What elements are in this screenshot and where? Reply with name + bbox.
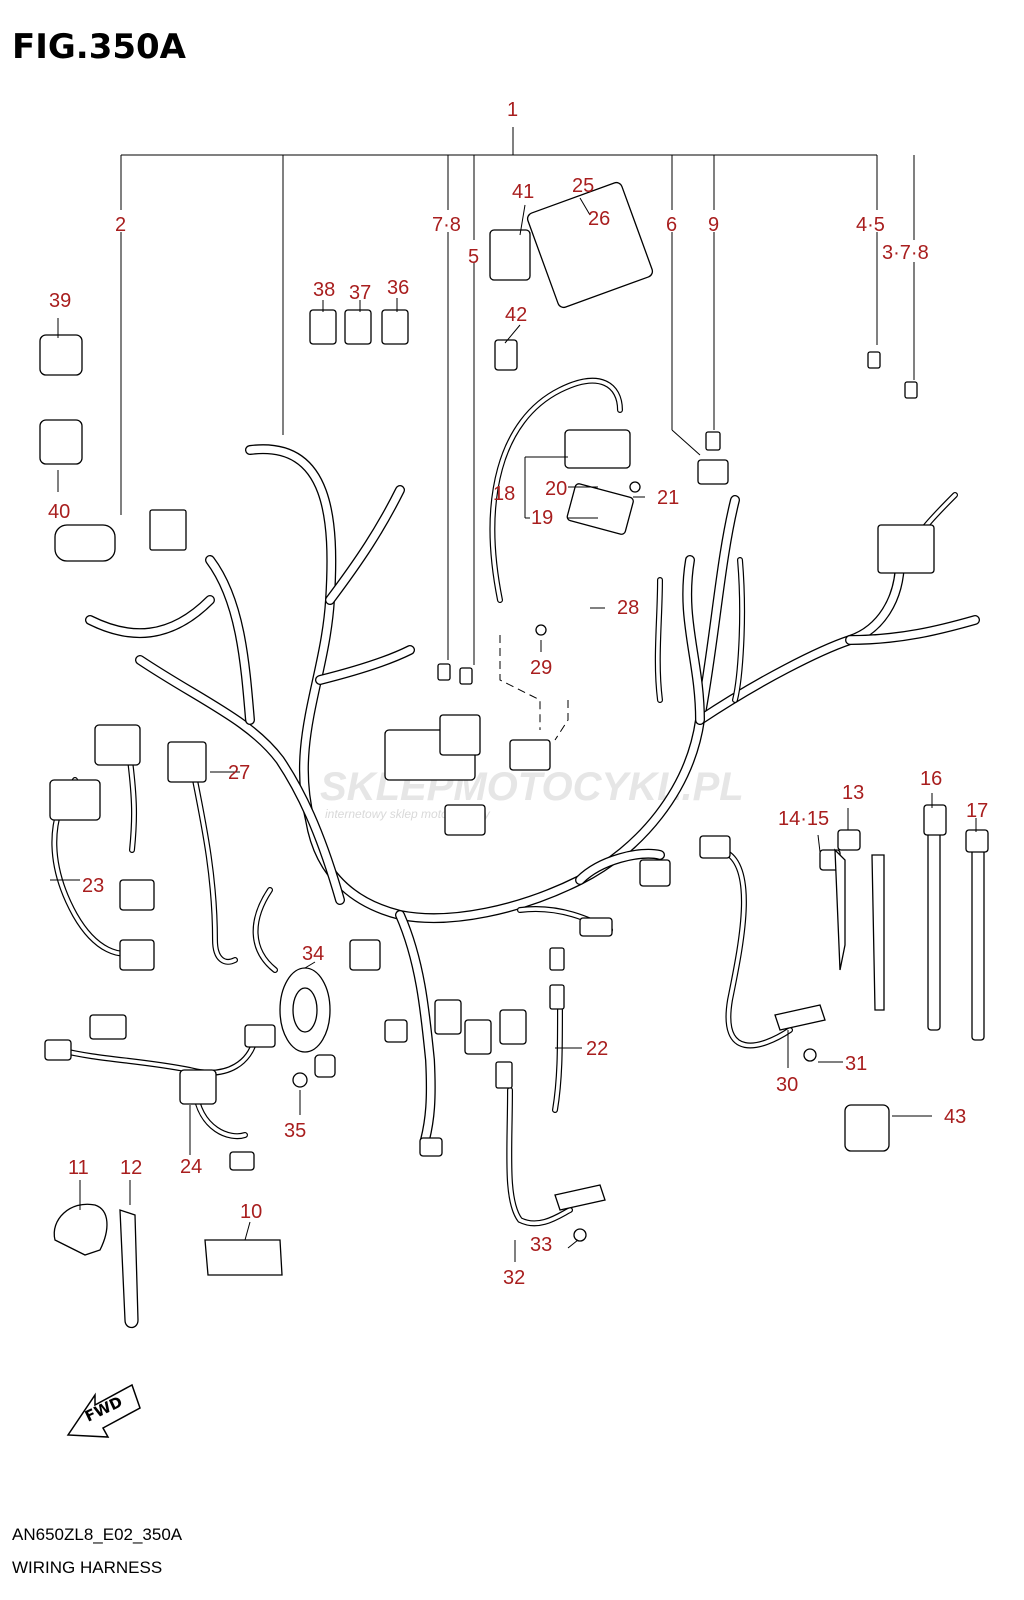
callout-28: 28 — [617, 597, 639, 619]
callout-11: 11 — [68, 1157, 89, 1179]
callout-23: 23 — [82, 875, 104, 897]
horn — [279, 967, 336, 1078]
callout-35: 35 — [284, 1120, 306, 1142]
callout-16: 16 — [920, 768, 942, 790]
callout-20: 20 — [545, 478, 567, 500]
dashed-guides — [499, 635, 569, 741]
callout-17: 17 — [966, 800, 988, 822]
callout-43: 43 — [944, 1106, 966, 1128]
callout-40: 40 — [48, 501, 70, 523]
callout-14-15: 14·15 — [778, 808, 829, 830]
callout-3-7-8: 3·7·8 — [882, 242, 929, 264]
fwd-arrow: FWD — [66, 1383, 141, 1438]
callout-13: 13 — [842, 782, 864, 804]
callout-33: 33 — [530, 1234, 552, 1256]
callout-2: 2 — [115, 214, 126, 236]
callout-31: 31 — [845, 1053, 867, 1075]
label-plate — [204, 1239, 283, 1276]
clamps — [53, 481, 826, 1329]
callout-12: 12 — [120, 1157, 142, 1179]
callout-6: 6 — [666, 214, 677, 236]
callout-4-5: 4·5 — [856, 214, 885, 236]
callout-30: 30 — [776, 1074, 798, 1096]
callout-10: 10 — [240, 1201, 262, 1223]
callout-29: 29 — [530, 657, 552, 679]
callout-32: 32 — [503, 1267, 525, 1289]
callout-34: 34 — [302, 943, 324, 965]
main-harness-trunk — [85, 444, 980, 1145]
callout-7-8a: 7·8 — [432, 214, 461, 236]
callout-22: 22 — [586, 1038, 608, 1060]
callout-41: 41 — [512, 181, 534, 203]
callout-19: 19 — [531, 507, 553, 529]
leader-lines — [50, 197, 977, 1262]
callout-25: 25 — [572, 175, 594, 197]
callout-27: 27 — [228, 762, 250, 784]
callout-37: 37 — [349, 282, 371, 304]
callout-39: 39 — [49, 290, 71, 312]
figure-title: FIG.350A — [12, 27, 187, 67]
bracket-item-1 — [120, 127, 915, 665]
callout-42: 42 — [505, 304, 527, 326]
callout-24: 24 — [180, 1156, 202, 1178]
cable-ties — [834, 804, 989, 1041]
callout-21: 21 — [657, 487, 679, 509]
fuses — [437, 351, 918, 685]
callout-labels: 1 2 7·8 5 41 25 26 6 9 4·5 3·7·8 39 38 3… — [48, 99, 988, 1289]
callout-36: 36 — [387, 277, 409, 299]
callout-38: 38 — [313, 279, 335, 301]
callout-1: 1 — [507, 99, 518, 121]
callout-5: 5 — [468, 246, 479, 268]
callout-9: 9 — [708, 214, 719, 236]
figure-caption: WIRING HARNESS — [12, 1558, 162, 1577]
callout-26: 26 — [588, 208, 610, 230]
model-code: AN650ZL8_E02_350A — [12, 1525, 183, 1544]
connectors — [39, 181, 935, 1171]
callout-18: 18 — [493, 483, 515, 505]
